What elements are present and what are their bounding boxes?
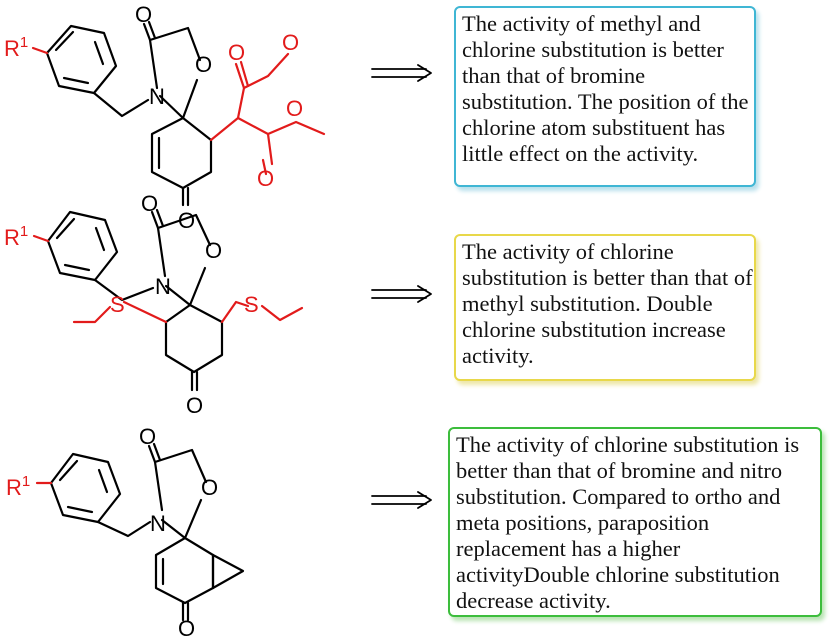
svg-text:S: S	[110, 292, 125, 317]
svg-text:O: O	[139, 424, 156, 449]
atom-label: N	[149, 84, 165, 109]
note-line: replacement has a higher	[456, 536, 681, 561]
svg-text:N: N	[150, 511, 166, 536]
note-box-2: The activity of chlorine substitution is…	[454, 234, 756, 381]
note-line: chlorine substitution is better	[462, 37, 724, 62]
note-line: chlorine substitution increase	[462, 317, 726, 342]
note-line: substitution. Compared to ortho and	[456, 484, 781, 509]
note-line: substitution. The position of the	[462, 89, 749, 114]
atom-label: O	[257, 166, 274, 191]
svg-text:O: O	[201, 475, 218, 500]
note-line: than that of bromine	[462, 63, 646, 88]
atom-label: O	[228, 40, 245, 65]
atom-label: O	[195, 52, 212, 77]
note-box-1: The activity of methyl and chlorine subs…	[454, 6, 756, 187]
note-line: activity.	[462, 343, 534, 368]
note-line: activityDouble chlorine substitution	[456, 562, 780, 587]
atom-label: O	[178, 208, 195, 233]
note-line: The activity of methyl and	[462, 11, 701, 36]
svg-text:O: O	[141, 191, 158, 216]
note-line: better than that of bromine and nitro	[456, 458, 783, 483]
svg-text:O: O	[178, 616, 195, 639]
svg-text:O: O	[205, 238, 222, 263]
note-line: little effect on the activity.	[462, 141, 699, 166]
note-line: decrease activity.	[456, 588, 611, 613]
arrow-icon	[371, 491, 432, 509]
note-line: chlorine atom substituent has	[462, 115, 726, 140]
atom-label: O	[286, 96, 303, 121]
svg-text:R1: R1	[6, 473, 30, 500]
svg-text:O: O	[186, 393, 203, 418]
svg-text:S: S	[244, 292, 259, 317]
note-line: The activity of chlorine	[462, 239, 674, 264]
note-line: meta positions, paraposition	[456, 510, 710, 535]
note-box-3: The activity of chlorine substitution is…	[448, 427, 822, 617]
note-line: The activity of chlorine substitution is	[456, 432, 800, 457]
note-line: methyl substitution. Double	[462, 291, 713, 316]
atom-label: O	[135, 2, 152, 27]
arrow-icon	[371, 64, 432, 82]
note-line: substitution is better than that of	[462, 265, 753, 290]
atom-label: O	[282, 30, 299, 55]
svg-text:N: N	[155, 274, 171, 299]
arrow-icon	[371, 285, 432, 303]
